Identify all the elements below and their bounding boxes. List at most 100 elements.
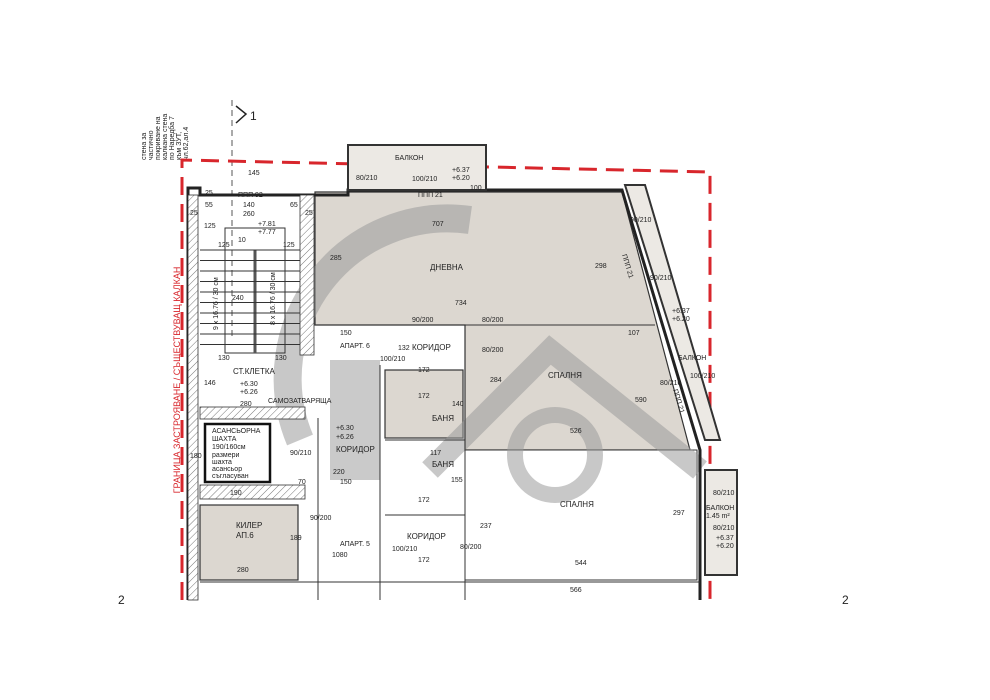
interior-walls xyxy=(200,325,700,600)
room-storage: КИЛЕР xyxy=(236,521,262,530)
dimension-140: 140 xyxy=(452,401,464,408)
dimension-150: 150 xyxy=(340,330,352,337)
door-labels: 80/210 100/210 90/200 80/200 100/210 90/210 90… xyxy=(290,175,735,553)
room-balcony-right: БАЛКОН xyxy=(678,355,706,362)
svg-text:+6.20: +6.20 xyxy=(672,316,690,323)
dimension-734: 734 xyxy=(455,300,467,307)
section-label: 1 xyxy=(250,109,257,123)
dimension-130: 130 xyxy=(218,355,230,362)
svg-text:калкана стена: калкана стена xyxy=(162,114,169,160)
svg-text:+6.26: +6.26 xyxy=(240,389,258,396)
level-marks: +7.81+7.77 +6.30+6.26 +6.30+6.26 +6.37+6… xyxy=(240,167,734,550)
dimension-146: 146 xyxy=(204,380,216,387)
svg-text:ШАХТА: ШАХТА xyxy=(212,436,237,443)
dimension-125: 125 xyxy=(283,242,295,249)
dimension-544: 544 xyxy=(575,560,587,567)
dimension-140: 140 xyxy=(243,202,255,209)
axis-marker-left: 2 xyxy=(118,593,125,607)
dimension-145: 145 xyxy=(248,170,260,177)
dimension-107: 107 xyxy=(628,330,640,337)
svg-text:+6.37: +6.37 xyxy=(452,167,470,174)
dimension-125: 125 xyxy=(218,242,230,249)
apartment-5-label: АПАРТ. 5 xyxy=(340,541,370,548)
dimension-220: 220 xyxy=(333,469,345,476)
room-living: ДНЕВНА xyxy=(430,263,464,272)
door-size-label: 80/210 xyxy=(713,490,735,497)
room-stair: СТ.КЛЕТКА xyxy=(233,367,276,376)
window-2: ППП 21 xyxy=(418,192,443,199)
dimension-25: 25 xyxy=(190,210,198,217)
svg-text:частично: частично xyxy=(148,130,155,160)
svg-text:+6.37: +6.37 xyxy=(716,535,734,542)
dimension-172: 172 xyxy=(418,497,430,504)
room-bath-1: БАНЯ xyxy=(432,414,454,423)
svg-text:шахта: шахта xyxy=(212,459,232,466)
door-size-label: 80/210 xyxy=(660,380,682,387)
room-corridor-3: КОРИДОР xyxy=(407,532,446,541)
dimension-1080: 1080 xyxy=(332,552,348,559)
door-size-label: 90/210 xyxy=(650,275,672,282)
dimension-130: 130 xyxy=(275,355,287,362)
dimension-237: 237 xyxy=(480,523,492,530)
door-size-label: 80/200 xyxy=(460,544,482,551)
door-size-label: 100/210 xyxy=(392,546,417,553)
boundary-label: ГРАНИЦА ЗАСТРОЯВАНЕ / СЪЩЕСТВУВАЩ КАЛКАН xyxy=(172,267,182,494)
door-size-label: 100/210 xyxy=(380,356,405,363)
dimension-125: 125 xyxy=(204,223,216,230)
door-size-label: 90/210 xyxy=(630,217,652,224)
dimension-55: 55 xyxy=(205,202,213,209)
svg-text:по Наредба 7: по Наредба 7 xyxy=(168,116,176,160)
dimension-280: 280 xyxy=(240,401,252,408)
dimension-590: 590 xyxy=(635,397,647,404)
dimension-132: 132 xyxy=(398,345,410,352)
svg-text:+6.30: +6.30 xyxy=(240,381,258,388)
balcony-small-area: 1.45 m² xyxy=(706,513,730,520)
door-size-label: 90/200 xyxy=(412,317,434,324)
dimension-189: 189 xyxy=(290,535,302,542)
apartment-6-label: АПАРТ. 6 xyxy=(340,343,370,350)
dimension-240: 240 xyxy=(232,295,244,302)
dimension-280: 280 xyxy=(237,567,249,574)
door-size-label: 80/210 xyxy=(356,175,378,182)
svg-text:+6.20: +6.20 xyxy=(452,175,470,182)
svg-text:+7.77: +7.77 xyxy=(258,229,276,236)
room-corridor-2: КОРИДОР xyxy=(336,445,375,454)
exterior-wall xyxy=(186,186,702,600)
dimension-284: 284 xyxy=(490,377,502,384)
staircase xyxy=(200,227,300,354)
door-size-label: 100/210 xyxy=(412,176,437,183)
door-size-label: 80/200 xyxy=(482,317,504,324)
dimension-25: 25 xyxy=(305,210,313,217)
storage-room xyxy=(199,504,299,581)
dimension-10: 10 xyxy=(238,237,246,244)
door-size-label: 80/200 xyxy=(482,347,504,354)
elevator-shaft xyxy=(203,422,272,484)
dimension-180: 180 xyxy=(190,453,202,460)
svg-text:+6.30: +6.30 xyxy=(336,425,354,432)
room-balcony-small: БАЛКОН xyxy=(706,505,734,512)
dimension-566: 566 xyxy=(570,587,582,594)
dimension-172: 172 xyxy=(418,557,430,564)
svg-text:+6.37: +6.37 xyxy=(672,308,690,315)
dimension-526: 526 xyxy=(570,428,582,435)
bedroom-2-zone xyxy=(464,449,698,581)
svg-text:АСАНСЬОРНА: АСАНСЬОРНА xyxy=(212,428,261,435)
dimension-707: 707 xyxy=(432,221,444,228)
room-labels: ДНЕВНА СПАЛНЯ СПАЛНЯ СТ.КЛЕТКА БАНЯ БАНЯ… xyxy=(212,155,734,548)
svg-text:190/160см: 190/160см xyxy=(212,444,246,451)
balcony-small xyxy=(704,469,738,576)
dimension-155: 155 xyxy=(451,477,463,484)
watermark-logo xyxy=(273,204,707,503)
door-size-label: 80/210 xyxy=(713,525,735,532)
wall-note: стена за частично покриване на калкана с… xyxy=(141,114,190,160)
bath-1-zone xyxy=(384,369,464,439)
stair-flight-2: 8 x 16.76 / 30 см xyxy=(270,272,277,325)
dimension-190: 190 xyxy=(230,490,242,497)
dimension-172: 172 xyxy=(418,393,430,400)
svg-text:асансьор: асансьор xyxy=(212,466,242,473)
dimension-70: 70 xyxy=(298,479,306,486)
svg-text:към ЗУТ,: към ЗУТ, xyxy=(176,132,183,160)
svg-text:покриване на: покриване на xyxy=(155,116,162,160)
